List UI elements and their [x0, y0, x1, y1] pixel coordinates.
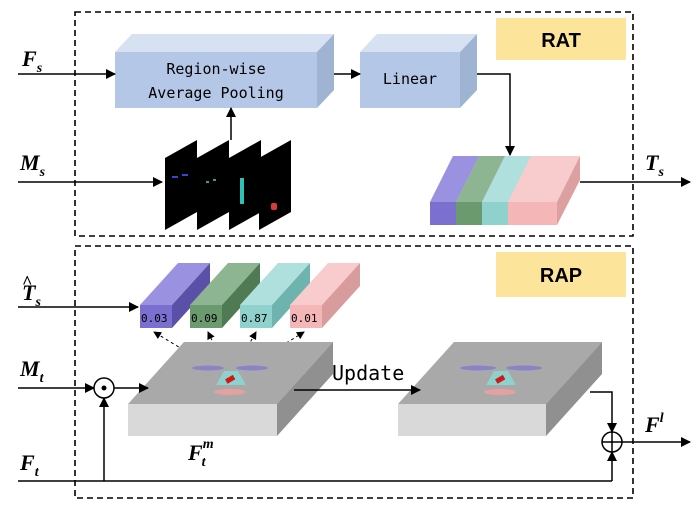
linear-label: Linear: [383, 70, 437, 88]
rat-section-border: [74, 11, 634, 237]
rat-tag-bg: [496, 18, 626, 60]
token-purple: 0.03: [140, 263, 210, 328]
ms-label: Ms: [19, 150, 46, 180]
fl-label: Fl: [644, 411, 664, 437]
linear-box: Linear: [360, 34, 477, 108]
ft-label: Ft: [19, 450, 40, 480]
update-label: Update: [332, 361, 404, 385]
mask-stack: [165, 140, 291, 230]
updated-to-sum-arrow: [590, 391, 617, 433]
weight-label: 0.09: [191, 312, 218, 325]
pooling-label-1: Region-wise: [166, 60, 265, 78]
weight-label: 0.01: [291, 312, 318, 325]
mt-label: Mt: [19, 356, 45, 386]
updated-feature-slab: [398, 342, 602, 436]
weight-label: 0.87: [241, 312, 268, 325]
rap-tag-bg: [496, 252, 626, 297]
token-teal: 0.87: [240, 263, 310, 328]
mask-nose-left: [197, 140, 229, 230]
fs-label: Fs: [21, 46, 43, 76]
ftm-feature-slab: [128, 342, 333, 436]
mask-nose: [229, 140, 261, 230]
rap-tag: RAP: [540, 265, 582, 287]
ts-hat-label: Ts: [22, 280, 41, 310]
pooling-label-2: Average Pooling: [148, 84, 283, 102]
ts-label: Ts: [645, 150, 664, 180]
hadamard-dot: [101, 385, 107, 391]
region-pooling-box: Region-wise Average Pooling: [115, 34, 334, 108]
weight-label: 0.03: [141, 312, 168, 325]
linear-to-tokens-arrow: [477, 73, 515, 156]
rat-tag: RAT: [541, 30, 581, 52]
mask-lips: [259, 140, 291, 230]
token-green: 0.09: [190, 263, 260, 328]
style-token-bar: [430, 156, 580, 225]
token-pink: 0.01: [290, 263, 360, 328]
rap-section-border: [74, 245, 634, 499]
mask-eyes: [165, 140, 197, 230]
ts-hat-caret: ^: [22, 272, 32, 292]
